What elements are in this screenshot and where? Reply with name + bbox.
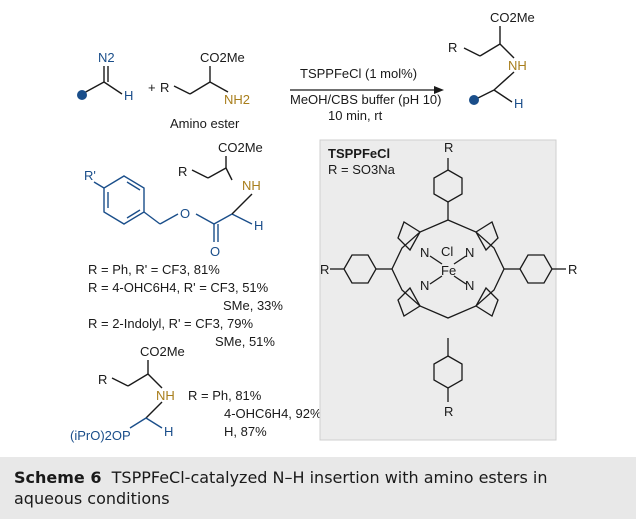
catalyst-label: TSPPFeCl (1 mol%) [300,66,417,81]
porphyrin-r-left: R [320,262,329,277]
diazo-reactant: N2 H [77,50,133,103]
compound1-o-ester-label: O [180,206,190,221]
pyrrole-n-label: N [465,278,474,293]
compound-1-structure: R' CO2Me R NH O O H [84,140,263,259]
compound2-co2me-label: CO2Me [140,344,185,359]
product-h-label: H [514,96,523,111]
porphyrin-structure [330,158,566,402]
h-label: H [124,88,133,103]
amino-nh2-label: NH2 [224,92,250,107]
compound-2-results: R = Ph, 81% 4-OHC6H4, 92% H, 87% [188,388,322,439]
compound-1-results: R = Ph, R' = CF3, 81% R = 4-OHC6H4, R' =… [88,262,283,349]
porphyrin-r-top: R [444,140,453,155]
reaction-arrow: TSPPFeCl (1 mol%) MeOH/CBS buffer (pH 10… [290,66,444,123]
result-line: R = 2-Indolyl, R' = CF3, 79% [88,316,253,331]
result-line: 4-OHC6H4, 92% [224,406,322,421]
amino-ester-caption: Amino ester [170,116,240,131]
caption-label: Scheme 6 [14,468,102,487]
result-line: R = Ph, R' = CF3, 81% [88,262,220,277]
n2-label: N2 [98,50,115,65]
substituent-dot-icon [469,95,479,105]
scheme-graphic: N2 H + R CO2Me NH2 Amino ester TSPPFeCl … [70,10,578,443]
porphyrin-r-bottom: R [444,404,453,419]
compound-2-structure: CO2Me R NH (iPrO)2OP H [70,344,185,443]
compound1-r-label: R [178,164,187,179]
compound1-o-carbonyl-label: O [210,244,220,259]
result-line: R = Ph, 81% [188,388,262,403]
compound1-h-label: H [254,218,263,233]
conditions-line-2: 10 min, rt [328,108,383,123]
catalyst-title: TSPPFeCl [328,146,390,161]
amino-r-label: R [160,80,169,95]
catalyst-structure-box [319,139,557,441]
result-line: H, 87% [224,424,267,439]
result-line: R = 4-OHC6H4, R' = CF3, 51% [88,280,269,295]
substituent-dot-icon [77,90,87,100]
conditions-line-1: MeOH/CBS buffer (pH 10) [290,92,441,107]
product-nh-label: NH [508,58,527,73]
result-line: SMe, 51% [215,334,275,349]
compound2-nh-label: NH [156,388,175,403]
r-prime-label: R' [84,168,96,183]
scheme-svg: N2 H + R CO2Me NH2 Amino ester TSPPFeCl … [70,10,577,443]
scheme-caption: Scheme 6 TSPPFeCl-catalyzed N–H insertio… [0,457,636,519]
pyrrole-n-label: N [420,278,429,293]
pyrrole-n-label: N [465,245,474,260]
product-co2me-label: CO2Me [490,10,535,25]
amino-ester-reactant: R CO2Me NH2 Amino ester [160,50,250,131]
compound2-h-label: H [164,424,173,439]
insertion-product: CO2Me R NH H [448,10,535,111]
result-line: SMe, 33% [223,298,283,313]
axial-cl-label: Cl [441,244,453,259]
porphyrin-r-right: R [568,262,577,277]
compound1-nh-label: NH [242,178,261,193]
compound1-co2me-label: CO2Me [218,140,263,155]
product-r-label: R [448,40,457,55]
phosphonate-label: (iPrO)2OP [70,428,131,443]
compound2-r-label: R [98,372,107,387]
pyrrole-n-label: N [420,245,429,260]
plus-sign: + [148,80,156,95]
catalyst-r-definition: R = SO3Na [328,162,396,177]
iron-center-label: Fe [441,263,456,278]
caption-text: TSPPFeCl-catalyzed N–H insertion with am… [14,468,548,508]
amino-co2me-label: CO2Me [200,50,245,65]
